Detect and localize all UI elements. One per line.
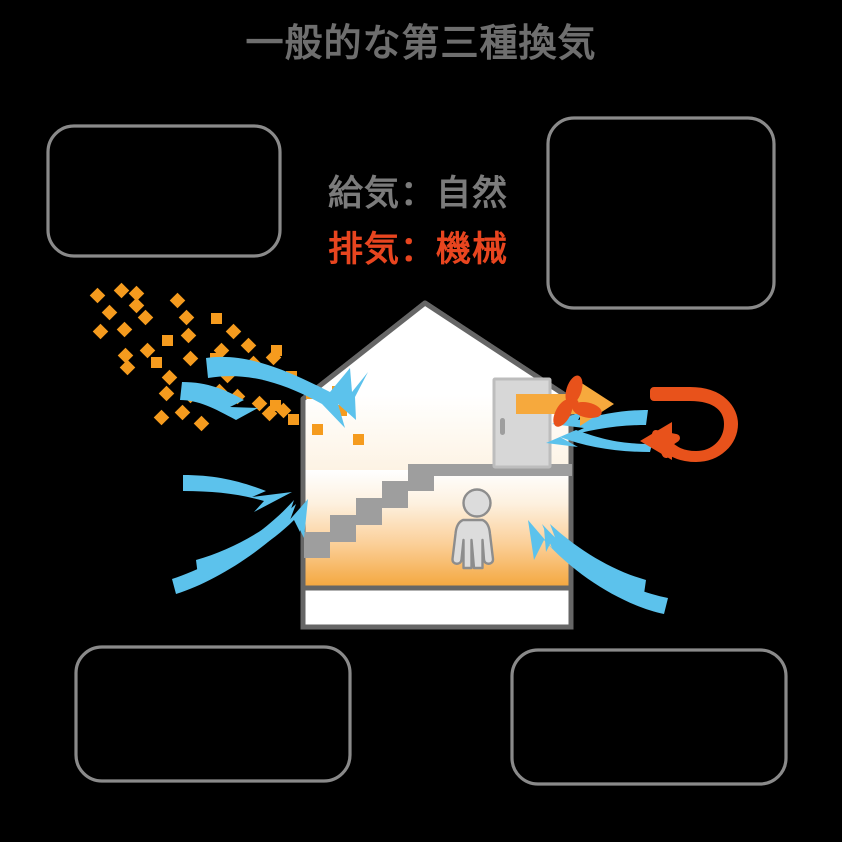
supply-arrow-upper2: [180, 382, 258, 420]
person-head: [462, 488, 492, 518]
supply-arrow-mid: [183, 475, 292, 512]
person-icon: [451, 488, 495, 570]
fan-icon: [553, 375, 602, 427]
label-supply: 給気：自然: [328, 174, 509, 213]
door-handle: [500, 418, 505, 435]
stairs-shape: [304, 464, 460, 558]
supply-arrow-lower-right1: [528, 520, 668, 614]
supply-arrow-right-door2: [546, 430, 652, 452]
supply-arrow-right-door: [552, 410, 648, 438]
callout-box-bottom-left[interactable]: [74, 645, 352, 783]
supply-arrow-lower2: [196, 504, 302, 576]
supply-arrow-icon: [172, 356, 668, 614]
callout-box-bottom-right[interactable]: [510, 648, 788, 786]
uturn-arrow-icon: [640, 387, 738, 462]
label-exhaust: 排気：機械: [328, 230, 509, 269]
supply-arrow-lower-right2: [544, 524, 646, 594]
person-body: [451, 518, 495, 570]
callout-box-top-left[interactable]: [46, 124, 282, 258]
door-icon: [492, 377, 552, 469]
callout-box-top-right[interactable]: [546, 116, 776, 310]
house-foundation: [300, 585, 574, 630]
supply-arrow-upper: [206, 356, 368, 428]
dust-particle-icon: [89, 282, 292, 432]
page-title: 一般的な第三種換気: [245, 23, 597, 65]
house-outline-stroke: [300, 300, 574, 591]
uturn-arrow-head: [640, 422, 672, 460]
